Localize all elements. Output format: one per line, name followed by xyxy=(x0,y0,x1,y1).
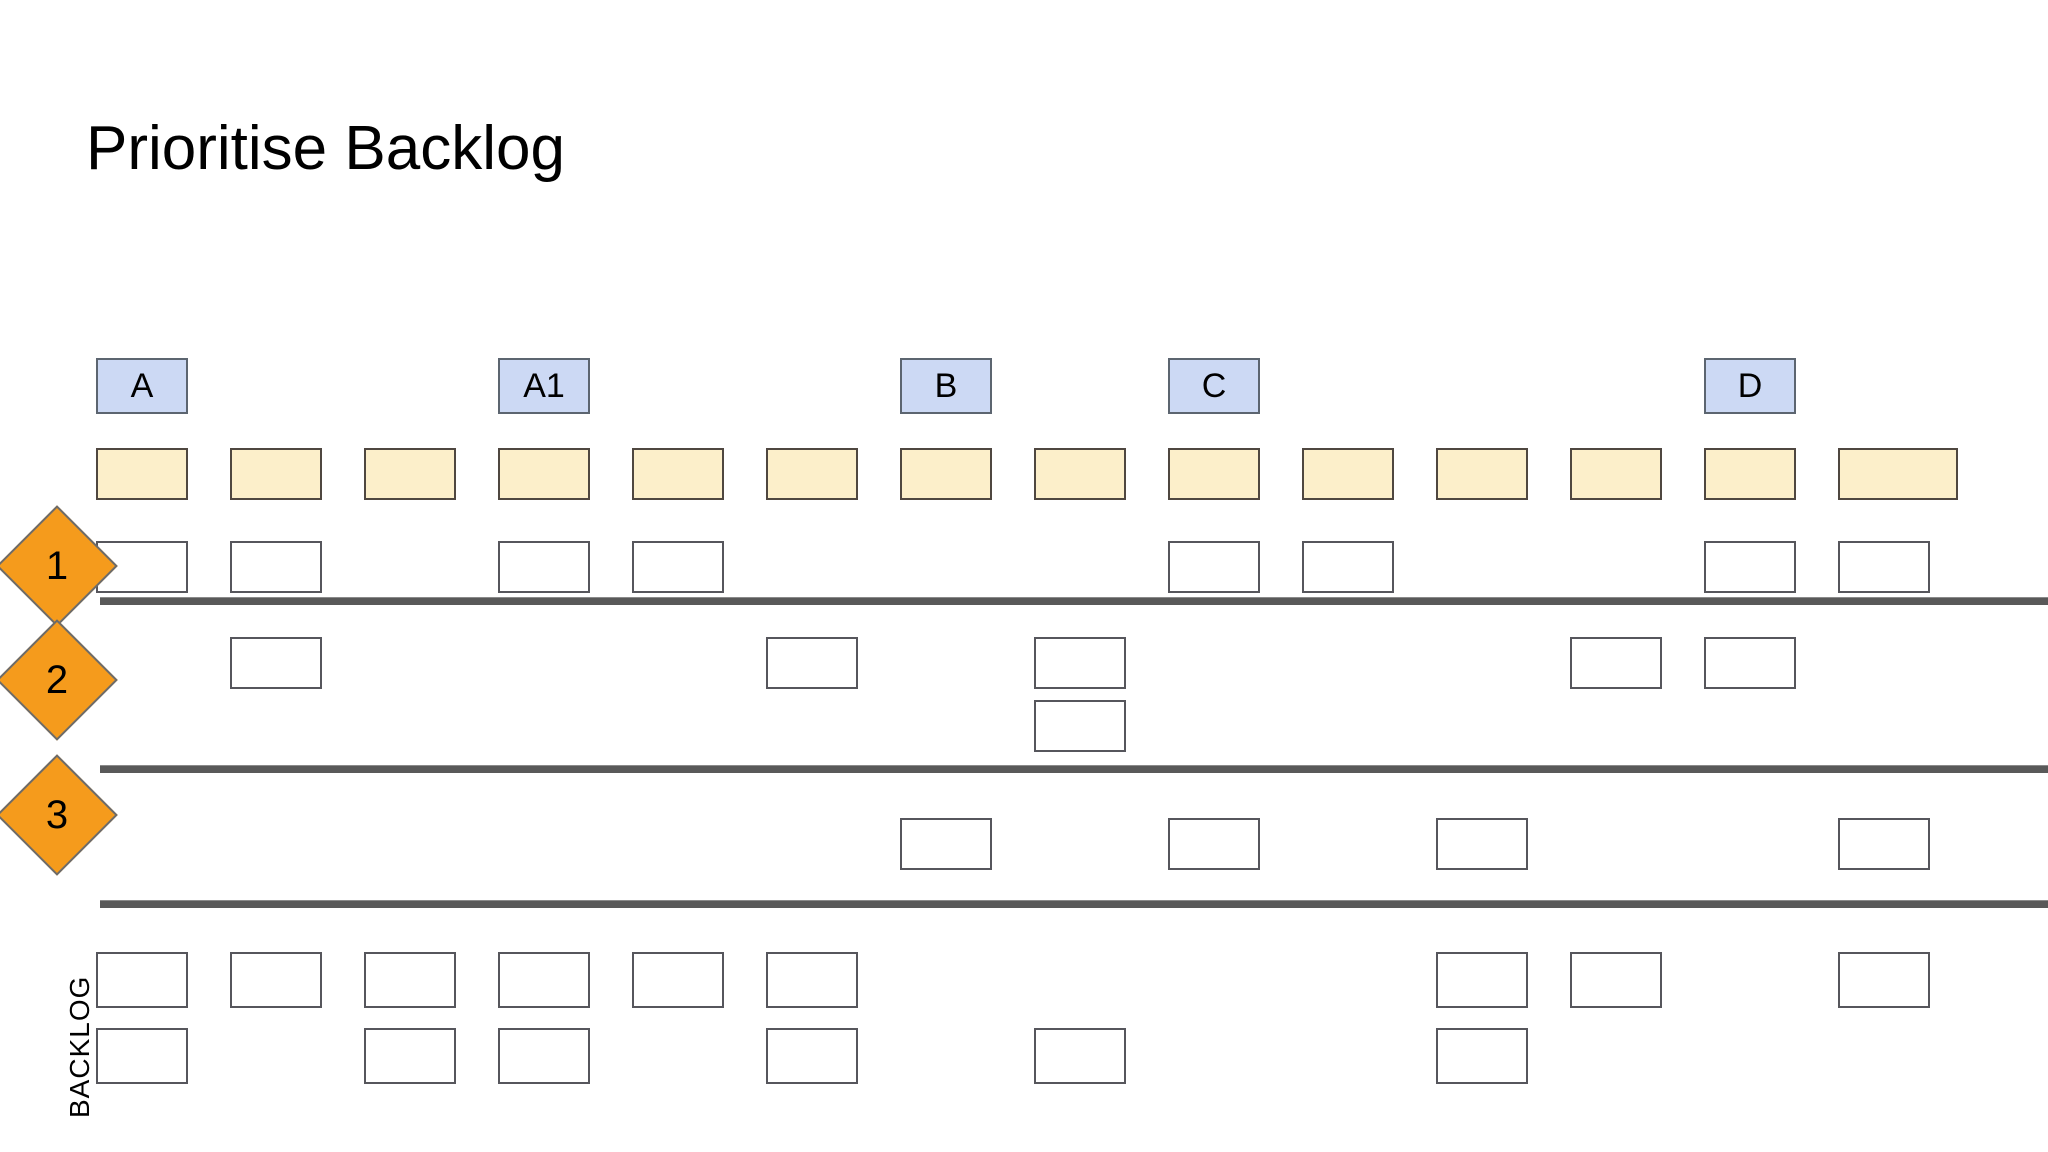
swimlane-divider-2 xyxy=(100,765,2048,773)
epic-card[interactable] xyxy=(1704,448,1796,500)
epic-card[interactable] xyxy=(1302,448,1394,500)
backlog-card[interactable] xyxy=(1436,1028,1528,1084)
epic-card[interactable] xyxy=(230,448,322,500)
backlog-card[interactable] xyxy=(1436,952,1528,1008)
milestone-marker-1[interactable]: 1 xyxy=(0,505,118,627)
epic-card[interactable] xyxy=(1168,448,1260,500)
backlog-card[interactable] xyxy=(96,952,188,1008)
backlog-card[interactable] xyxy=(364,1028,456,1084)
backlog-card[interactable] xyxy=(364,952,456,1008)
backlog-card[interactable] xyxy=(230,952,322,1008)
story-card-lane-1[interactable] xyxy=(1302,541,1394,593)
story-card-lane-2[interactable] xyxy=(1034,637,1126,689)
story-card-lane-1[interactable] xyxy=(230,541,322,593)
swimlane-divider-3 xyxy=(100,900,2048,908)
milestone-marker-2[interactable]: 2 xyxy=(0,619,118,741)
story-card-lane-1[interactable] xyxy=(498,541,590,593)
story-card-lane-2[interactable] xyxy=(766,637,858,689)
backlog-card[interactable] xyxy=(1034,1028,1126,1084)
feature-card-c[interactable]: C xyxy=(1168,358,1260,414)
epic-card[interactable] xyxy=(1570,448,1662,500)
feature-card-d[interactable]: D xyxy=(1704,358,1796,414)
milestone-marker-3[interactable]: 3 xyxy=(0,754,118,876)
feature-card-a1[interactable]: A1 xyxy=(498,358,590,414)
backlog-card[interactable] xyxy=(96,1028,188,1084)
backlog-card[interactable] xyxy=(632,952,724,1008)
backlog-card[interactable] xyxy=(1570,952,1662,1008)
epic-card[interactable] xyxy=(1838,448,1958,500)
epic-card[interactable] xyxy=(1034,448,1126,500)
backlog-card[interactable] xyxy=(766,1028,858,1084)
feature-card-b[interactable]: B xyxy=(900,358,992,414)
feature-card-a[interactable]: A xyxy=(96,358,188,414)
page-title: Prioritise Backlog xyxy=(86,114,565,183)
story-card-lane-3[interactable] xyxy=(1168,818,1260,870)
epic-card[interactable] xyxy=(498,448,590,500)
epic-card[interactable] xyxy=(632,448,724,500)
story-card-lane-2[interactable] xyxy=(1704,637,1796,689)
epic-card[interactable] xyxy=(766,448,858,500)
epic-card[interactable] xyxy=(1436,448,1528,500)
diamond-icon xyxy=(0,505,118,627)
backlog-card[interactable] xyxy=(766,952,858,1008)
epic-card[interactable] xyxy=(900,448,992,500)
story-card-lane-3[interactable] xyxy=(900,818,992,870)
diamond-icon xyxy=(0,619,118,741)
story-card-lane-3[interactable] xyxy=(1838,818,1930,870)
story-card-lane-3[interactable] xyxy=(1436,818,1528,870)
story-card-lane-2[interactable] xyxy=(230,637,322,689)
story-card-lane-1[interactable] xyxy=(1704,541,1796,593)
swimlane-divider-1 xyxy=(100,597,2048,605)
story-card-lane-2[interactable] xyxy=(1570,637,1662,689)
backlog-label: BACKLOG xyxy=(64,975,95,1118)
story-card-lane-2[interactable] xyxy=(1034,700,1126,752)
backlog-card[interactable] xyxy=(498,952,590,1008)
story-card-lane-1[interactable] xyxy=(1168,541,1260,593)
epic-card[interactable] xyxy=(96,448,188,500)
epic-card[interactable] xyxy=(364,448,456,500)
story-card-lane-1[interactable] xyxy=(1838,541,1930,593)
backlog-card[interactable] xyxy=(1838,952,1930,1008)
backlog-card[interactable] xyxy=(498,1028,590,1084)
story-card-lane-1[interactable] xyxy=(632,541,724,593)
